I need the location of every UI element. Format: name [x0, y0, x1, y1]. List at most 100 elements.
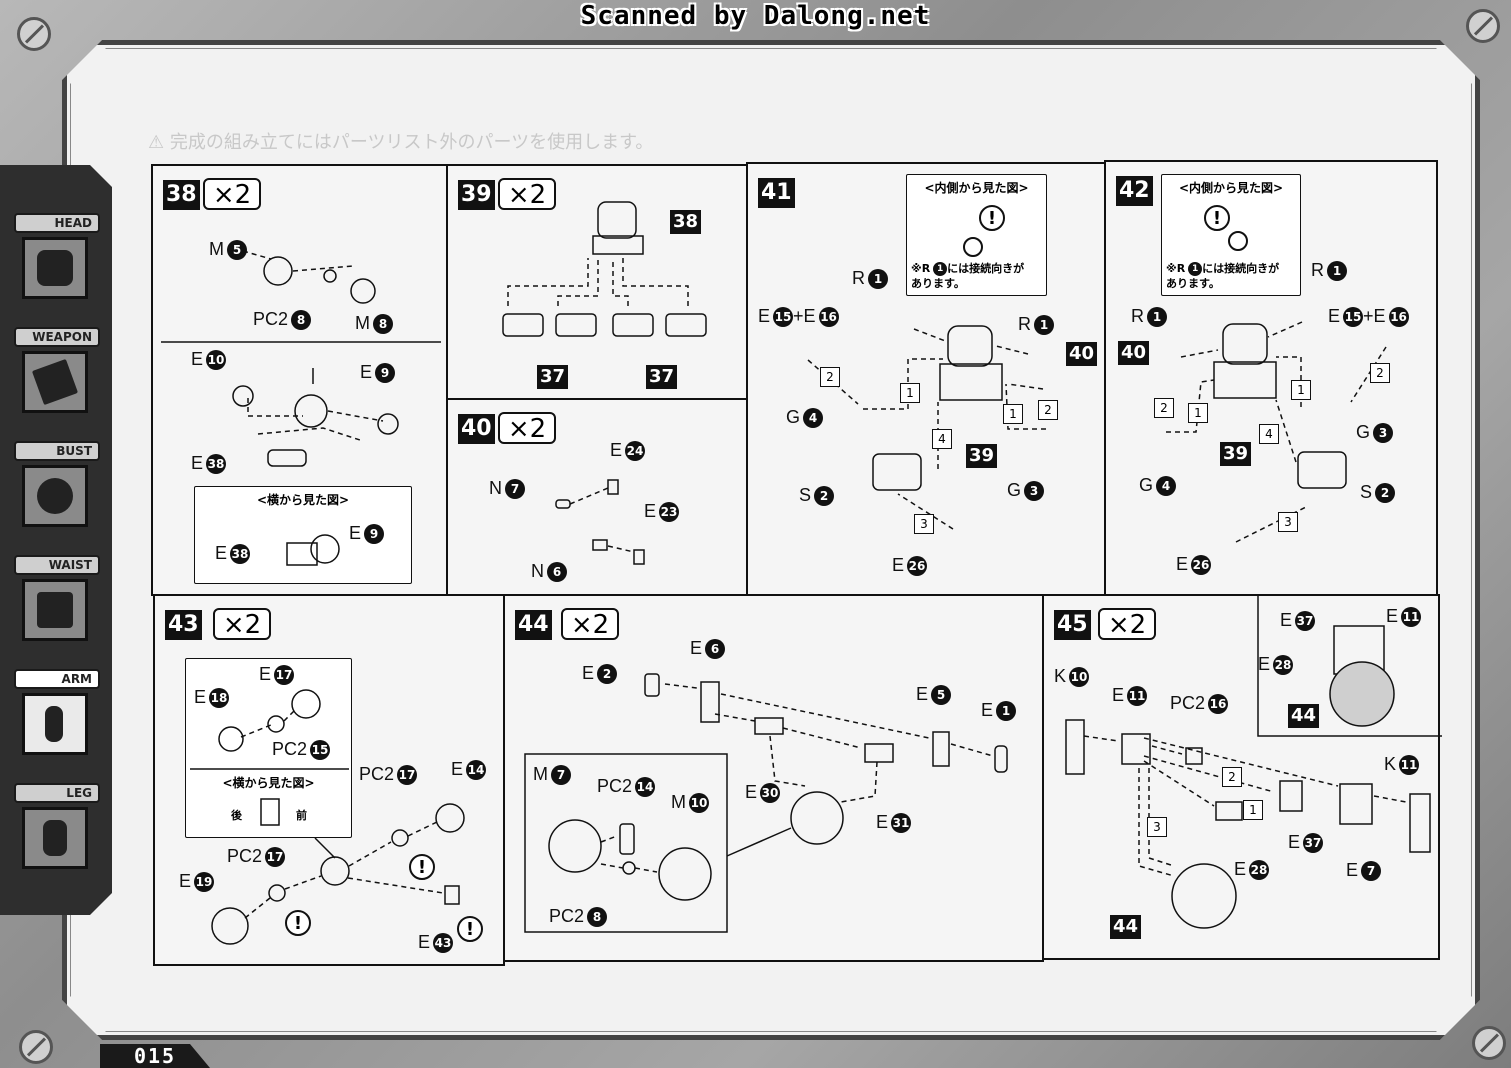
- inside-view-title: <内側から見た図>: [1178, 181, 1284, 195]
- waist-thumbnail-icon: [22, 579, 88, 641]
- sidebar-item-head[interactable]: HEAD: [14, 213, 102, 313]
- bolt-icon: [1466, 9, 1500, 43]
- sequence-marker: 2: [820, 367, 840, 387]
- sequence-marker: 2: [1154, 398, 1174, 418]
- sidebar-item-waist[interactable]: WAIST: [14, 555, 102, 655]
- sequence-marker: 3: [1278, 512, 1298, 532]
- sequence-marker: 4: [1259, 424, 1279, 444]
- sequence-marker: 4: [932, 429, 952, 449]
- side-view-diagram: [190, 689, 349, 826]
- caution-ghost-text: ⚠ 完成の組み立てにはパーツリスト外のパーツを使用します。: [148, 132, 654, 153]
- sidebar-item-label: BUST: [14, 441, 100, 461]
- step-39: 39 ×2 38 37 37: [446, 164, 748, 400]
- leg-thumbnail-icon: [22, 807, 88, 869]
- inside-view-title: <内側から見た図>: [924, 181, 1029, 195]
- step-quantity: ×2: [498, 178, 556, 210]
- step-number: 43: [165, 610, 202, 640]
- sequence-marker: 2: [1222, 767, 1242, 787]
- assembly-ref: 39: [966, 444, 998, 468]
- sequence-marker: 2: [1370, 363, 1390, 383]
- step-41-diagram: [807, 325, 1046, 530]
- step-number: 39: [458, 180, 495, 210]
- step-38-diagram: [161, 250, 441, 467]
- sidebar-item-label: ARM: [14, 669, 100, 689]
- step-quantity: ×2: [498, 412, 556, 444]
- bolt-icon: [17, 17, 51, 51]
- warning-icon: !: [457, 916, 483, 942]
- sidebar-item-arm[interactable]: ARM: [14, 669, 102, 769]
- ring-icon: [963, 237, 983, 257]
- step-39-diagram: [502, 201, 707, 337]
- assembly-ref: 39: [1220, 442, 1252, 466]
- warning-icon: !: [979, 205, 1005, 231]
- sequence-marker: 1: [900, 383, 920, 403]
- assembly-ref: 44: [1110, 915, 1142, 939]
- warning-icon: !: [1204, 205, 1230, 231]
- sidebar-item-bust[interactable]: BUST: [14, 441, 102, 541]
- step-quantity: ×2: [1098, 608, 1156, 640]
- step-quantity: ×2: [561, 608, 619, 640]
- sidebar-item-label: HEAD: [14, 213, 100, 233]
- scan-credit: Scanned by Dalong.net: [580, 1, 931, 31]
- step-45-diagram: [1065, 596, 1442, 929]
- arm-thumbnail-icon: [22, 693, 88, 755]
- side-view-title: <横から見た図>: [222, 776, 315, 790]
- page-number: 015: [100, 1044, 210, 1068]
- bust-thumbnail-icon: [22, 465, 88, 527]
- sidebar-item-label: WAIST: [14, 555, 100, 575]
- step-number: 40: [458, 414, 495, 444]
- assembly-ref: 38: [670, 210, 702, 234]
- assembly-ref: 40: [1118, 341, 1150, 365]
- sidebar-item-leg[interactable]: LEG: [14, 783, 102, 883]
- step-number: 45: [1054, 610, 1091, 640]
- side-view-title: <横から見た図>: [256, 493, 350, 507]
- sidebar-item-weapon[interactable]: WEAPON: [14, 327, 102, 427]
- sequence-marker: 1: [1188, 403, 1208, 423]
- step-quantity: ×2: [213, 608, 271, 640]
- sidebar-item-label: WEAPON: [14, 327, 100, 347]
- sequence-marker: 1: [1243, 800, 1263, 820]
- step-number: 41: [758, 178, 795, 208]
- ring-icon: [1228, 231, 1248, 251]
- step-43-diagram: [211, 803, 465, 945]
- step-number: 44: [515, 610, 552, 640]
